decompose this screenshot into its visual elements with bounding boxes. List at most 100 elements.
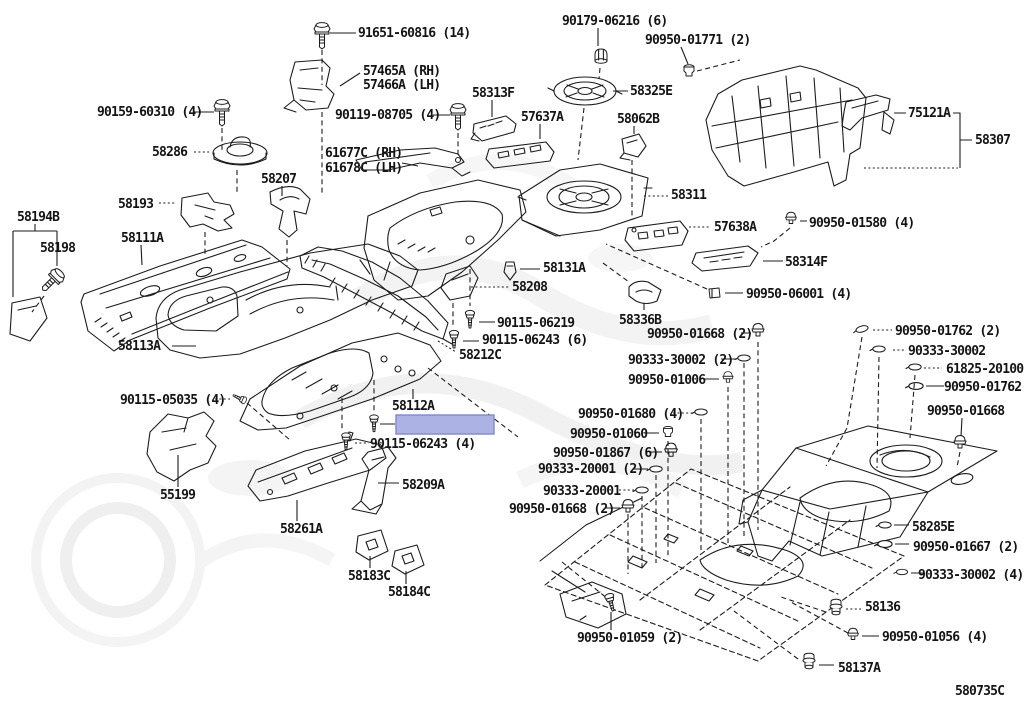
part-label-75121a: 75121A [908,106,951,121]
part-label-90333-30002-2: 90333-30002 (2) [628,353,733,368]
part-label-90115-06243-4: 90115-06243 (4) [370,437,475,452]
screw-icon-90115-06243-6 [448,329,460,349]
part-58111a-front-floor-pan [80,239,291,352]
part-label-58336b: 58336B [619,313,662,328]
part-label-90333-30002-4: 90333-30002 (4) [918,568,1023,583]
part-label-90950-01762: 90950-01762 [944,380,1021,395]
part-label-58313f: 58313F [472,86,515,101]
part-label-90115-05035: 90115-05035 (4) [120,393,225,408]
part-55199-bracket [146,411,217,482]
part-label-57466a: 57466A (LH) [363,78,440,93]
part-label-58208: 58208 [512,280,548,295]
part-labels: 91651-60816 (14) 90179-06216 (6) 90950-0… [17,14,1024,699]
clip-icon-90333-30002-4 [893,568,909,576]
part-label-90950-01668-b: 90950-01668 (2) [509,502,614,517]
part-label-57638a: 57638A [714,220,757,235]
clip-icon-90333-20001 [632,486,649,494]
part-label-58311: 58311 [671,188,707,203]
part-label-90950-01060: 90950-01060 [570,427,648,442]
clip-icon-90950-01580 [785,211,797,224]
plug-icon-90950-01060 [663,425,673,437]
part-58113a-center-floor-pan [155,243,419,359]
part-label-90950-01762-2: 90950-01762 (2) [895,324,1000,339]
part-58325e-support [547,76,623,106]
screw-icon-90115-06243-4 [341,432,351,451]
part-label-90950-01867: 90950-01867 (6) [553,446,658,461]
part-label-90119-08705: 90119-08705 (4) [335,108,440,123]
part-label-90950-01668-a: 90950-01668 (2) [647,327,752,342]
part-58184c-pad [391,544,425,575]
part-58313f-bracket [470,115,517,142]
part-label-58137a: 58137A [838,661,881,676]
part-label-58207: 58207 [261,172,296,187]
clip-icon-90333-30002-2 [734,354,751,362]
part-61677c-bracket [355,147,471,177]
part-label-58261a: 58261A [280,522,323,537]
part-57638a-bracket [624,220,689,252]
part-58212c-side-member [299,246,457,345]
part-label-58111a: 58111A [121,231,164,246]
bolt-icon-90159-60310 [213,99,231,127]
part-label-58183c: 58183C [348,569,390,584]
part-58286-cushion [212,136,268,166]
clip-icon-58285e [875,521,892,529]
clip-icon-90950-01056 [847,627,859,640]
part-label-90115-06219: 90115-06219 [497,316,574,331]
part-58209a-bracket [351,446,397,515]
part-label-90950-01006: 90950-01006 [628,373,706,388]
part-label-58193: 58193 [118,197,153,212]
clip-icon-90950-01006 [722,371,734,383]
part-58131a-stud [503,261,517,281]
part-label-58113a: 58113A [118,339,161,354]
clip-icon-61825-20100 [905,363,922,371]
part-57465a-bracket [283,59,335,113]
part-57637a-bracket [485,141,555,169]
part-58193-bracket [180,192,235,232]
selected-part-highlight[interactable] [395,414,495,435]
part-label-90115-06243-6: 90115-06243 (6) [482,333,587,348]
part-label-58136: 58136 [865,600,901,615]
part-label-90333-20001-2: 90333-20001 (2) [538,462,643,477]
part-label-90950-06001: 90950-06001 (4) [746,287,851,302]
part-label-58307: 58307 [975,133,1010,148]
part-label-61678c: 61678C (LH) [325,161,402,176]
part-label-90950-01680: 90950-01680 (4) [578,407,683,422]
plug-icon-90950-01771 [683,64,695,77]
part-label-58285e: 58285E [912,520,954,535]
part-label-90950-01667: 90950-01667 (2) [913,540,1018,555]
part-label-58194b: 58194B [17,210,60,225]
part-label-58286: 58286 [152,145,188,160]
part-label-90950-01059: 90950-01059 (2) [577,631,682,646]
part-58112a-rear-floor-pan [239,332,442,431]
part-58207-bracket [269,186,311,238]
part-label-91651-60816: 91651-60816 (14) [358,26,470,41]
part-58194b-bracket [9,296,48,342]
bolt-icon-91651-60816 [313,22,331,50]
clip-icon-90950-01762-2 [851,323,870,335]
part-label-90333-30002: 90333-30002 [908,344,985,359]
part-58062b-bracket [619,133,647,161]
part-58314f-bracket [691,245,759,272]
nut-icon-90179-06216 [594,48,608,64]
bolt-icon-90119-08705 [449,103,467,131]
part-75121a-bracket [841,94,895,135]
clip-icon-90950-01668-c [953,435,967,449]
underbody-bracket [559,581,627,629]
part-label-90950-01771: 90950-01771 (2) [645,33,750,48]
part-label-90333-20001: 90333-20001 [543,484,621,499]
part-label-58212c: 58212C [459,348,501,363]
clip-icon-90950-06001 [708,287,721,299]
part-label-90950-01668-c: 90950-01668 [927,404,1005,419]
rear-floor-underbody-view [738,425,998,562]
bolt-icon-58198 [36,265,68,297]
part-label-61825-20100: 61825-20100 [946,362,1024,377]
part-58183c-pad [355,529,389,561]
part-label-57637a: 57637A [521,110,564,125]
clip-icon-90333-30002 [869,345,886,353]
clip-icon-90950-01668-a [751,323,765,337]
clip-icon-90950-01668-b [621,499,635,513]
part-58307-upper-back-panel [705,65,867,187]
pin-icon-58137a [802,652,816,670]
clip-icon-90115-05035 [231,391,248,406]
